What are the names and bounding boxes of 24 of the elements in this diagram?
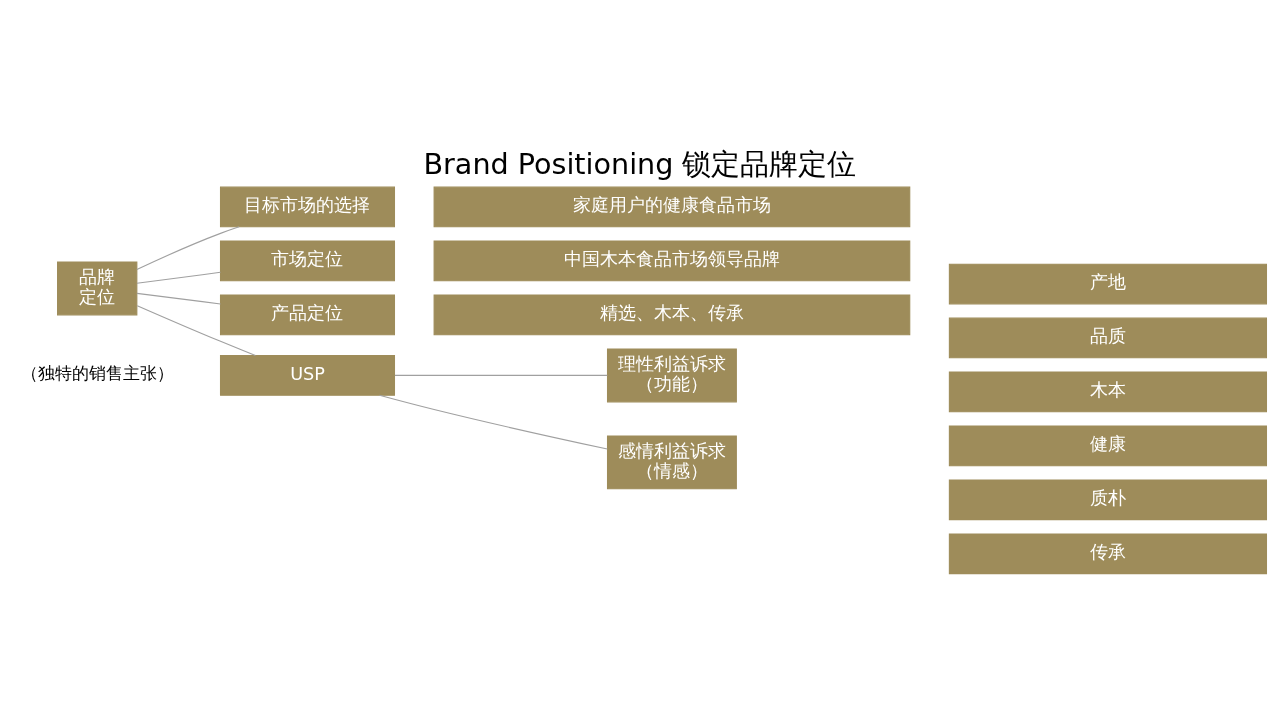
node-box: 产品定位 <box>219 294 396 336</box>
connector <box>136 226 240 271</box>
connector <box>136 292 222 305</box>
node-box: 木本 <box>948 371 1267 413</box>
connector <box>394 374 608 376</box>
node-label: （独特的销售主张） <box>20 364 174 384</box>
node-box: 传承 <box>948 533 1267 575</box>
node-box: 产地 <box>948 263 1267 305</box>
node-box: 家庭用户的健康食品市场 <box>433 186 911 228</box>
node-box: 质朴 <box>948 479 1267 521</box>
node-box: 品质 <box>948 317 1267 359</box>
connector <box>136 305 256 356</box>
node-box: USP <box>219 355 396 396</box>
diagram-title: Brand Positioning 锁定品牌定位 <box>423 146 857 181</box>
node-box: 品牌定位 <box>57 261 138 316</box>
connector <box>136 271 222 284</box>
node-box: 中国木本食品市场领导品牌 <box>433 240 911 282</box>
node-box: 理性利益诉求（功能） <box>606 348 737 403</box>
node-box: 感情利益诉求（情感） <box>606 435 737 490</box>
node-box: 目标市场的选择 <box>219 186 396 228</box>
node-box: 健康 <box>948 425 1267 467</box>
node-box: 精选、木本、传承 <box>433 294 911 336</box>
connector <box>378 394 608 450</box>
node-box: 市场定位 <box>219 240 396 282</box>
